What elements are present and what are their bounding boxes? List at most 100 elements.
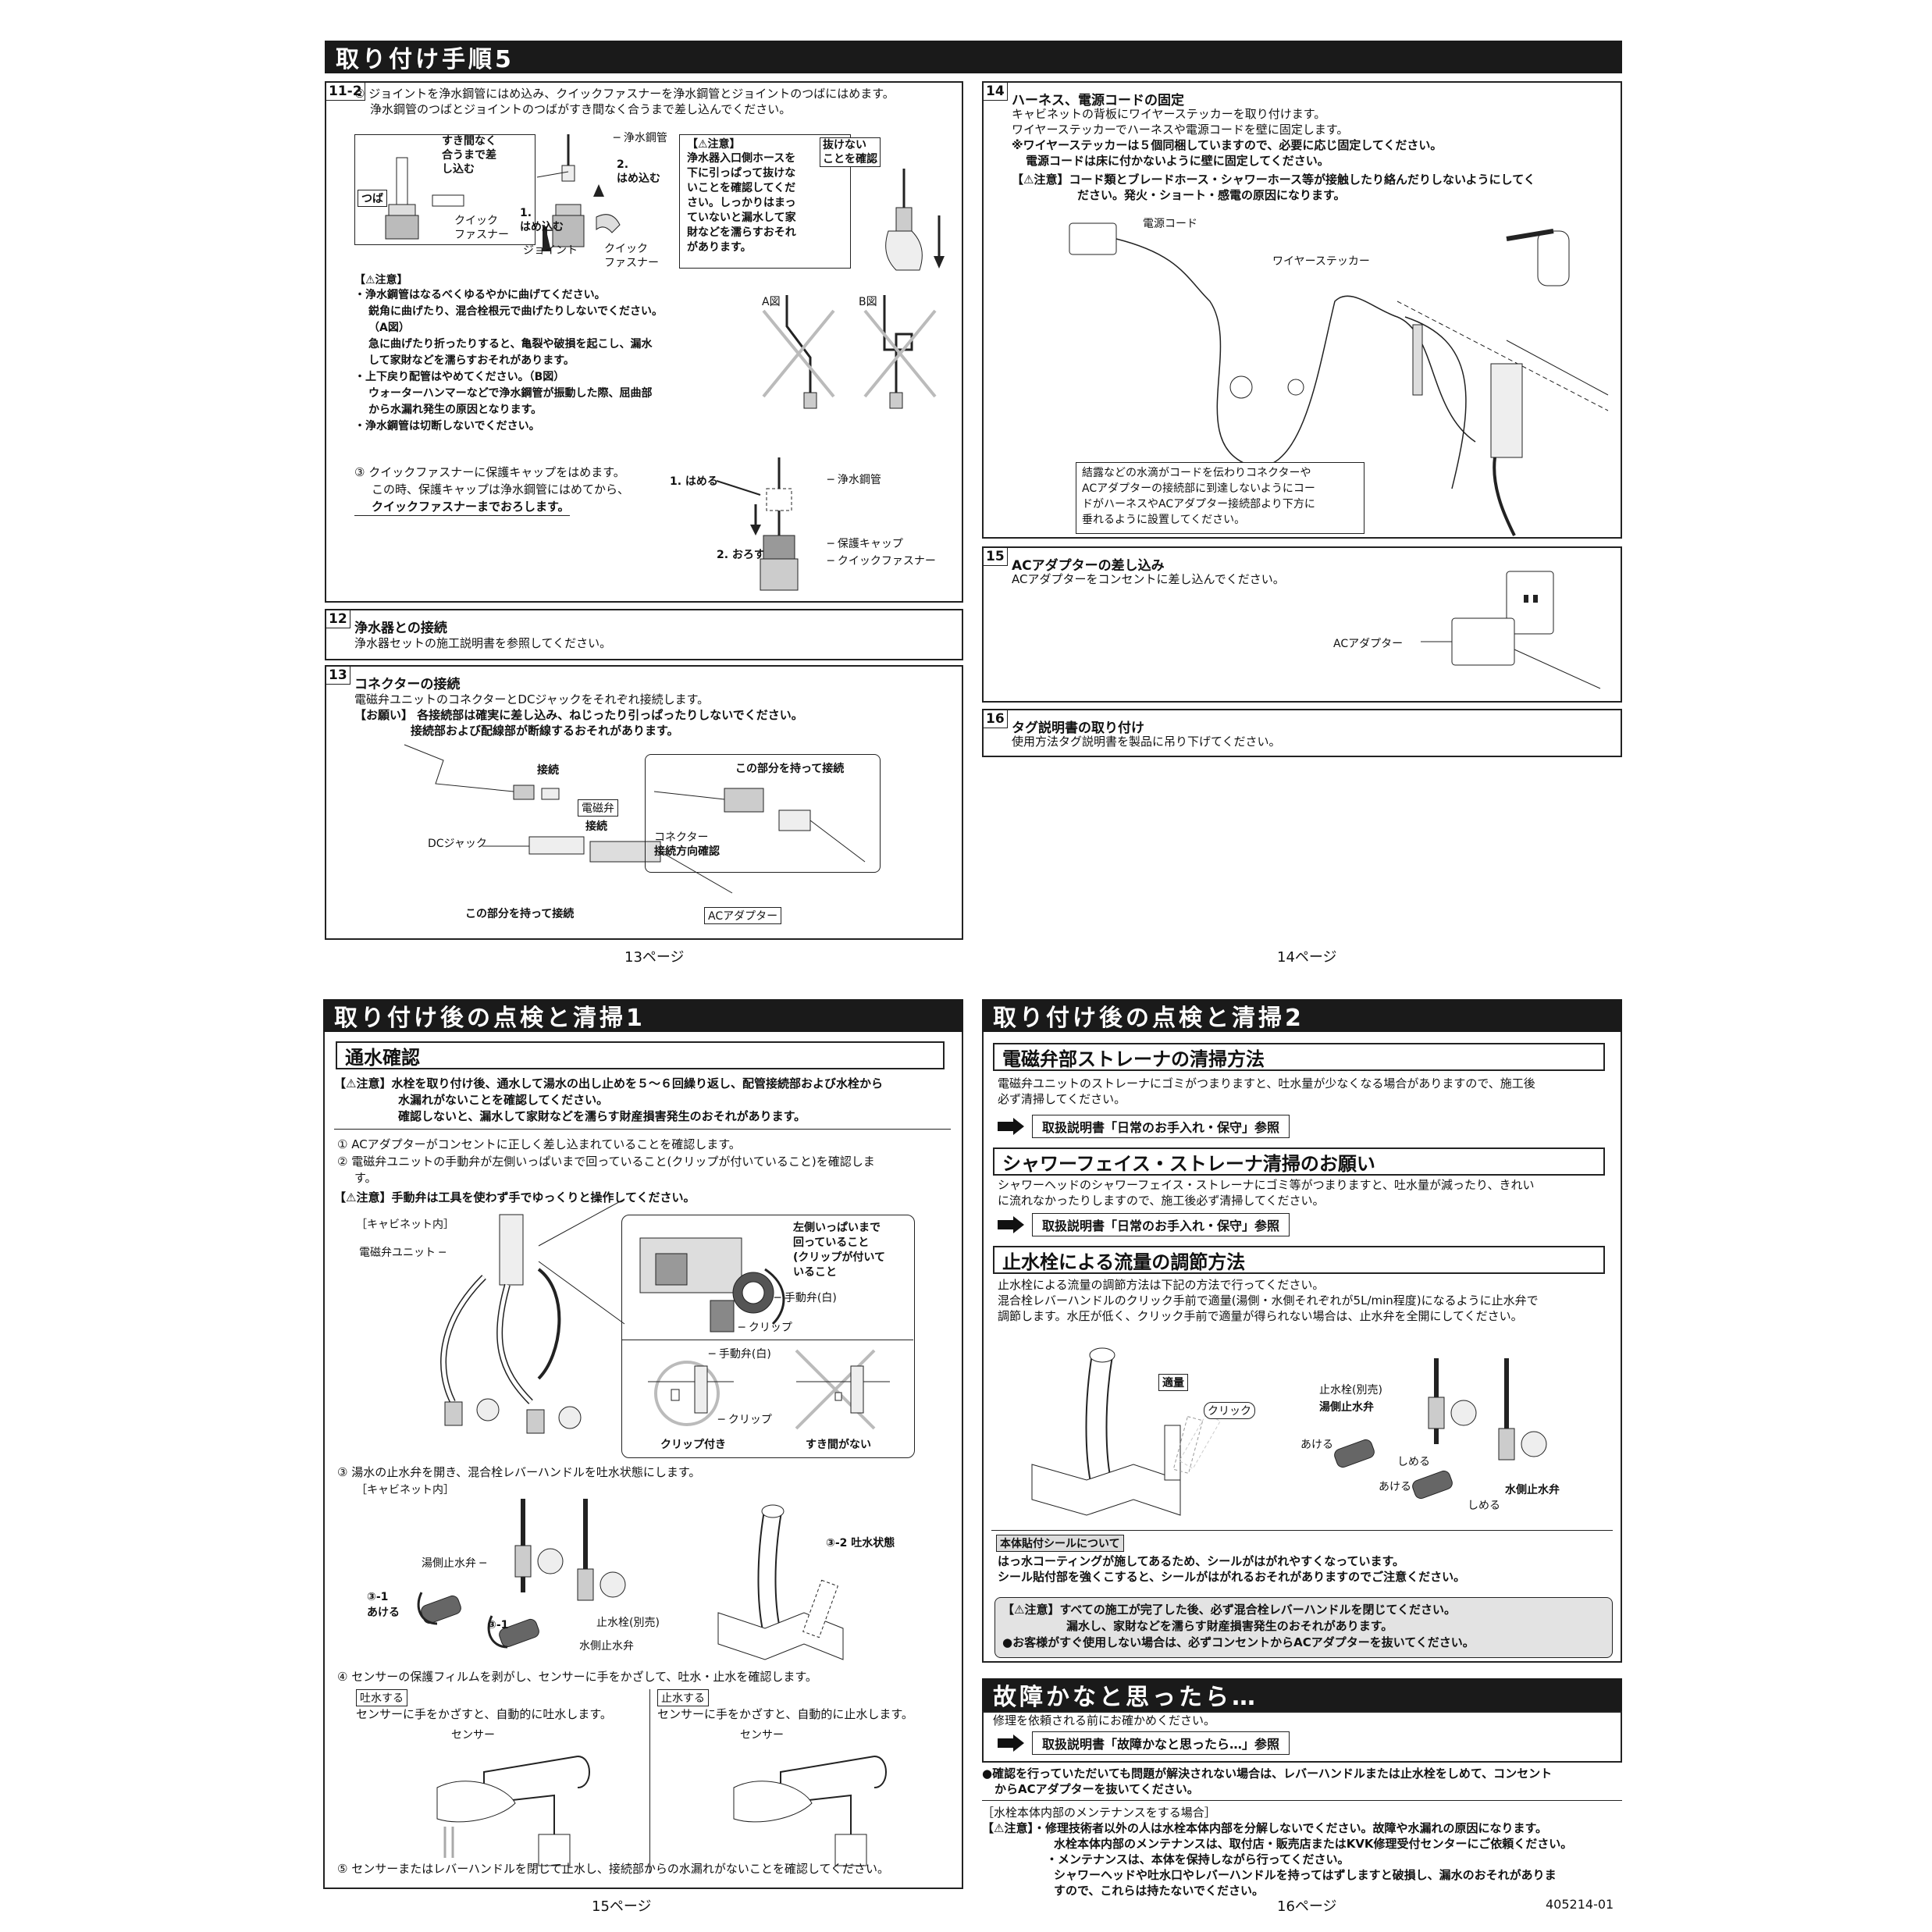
p15-step1: ① ACアダプターがコンセントに正しく差し込まれていることを確認します。 <box>337 1137 741 1151</box>
p16-final-text: 【⚠注意】すべての施工が完了した後、必ず混合栓レバーハンドルを閉じてください。 … <box>1002 1603 1475 1649</box>
p15-unit-figure <box>639 1237 785 1332</box>
lbl-orosu: 2. おろす <box>717 549 765 561</box>
p14-section-15: 15 ACアダプターの差し込み ACアダプターをコンセントに差し込んでください。… <box>982 546 1622 703</box>
p16-faucet-figure <box>1031 1347 1221 1516</box>
s14-title: ハーネス、電源コードの固定 <box>1012 93 1184 109</box>
p13-section-11: 11-2 ② ジョイントを浄水鋼管にはめ込み、クイックファスナーを浄水鋼管とジョ… <box>325 81 963 603</box>
p15-header: 取り付け後の点検と清掃1 <box>323 999 963 1032</box>
txt-shisui: センサーに手をかざすと、自動的に止水します。 <box>657 1707 913 1721</box>
p15-sub: 通水確認 <box>336 1041 945 1069</box>
s13-line2: 【お願い】 各接続部は確実に差し込み、ねじったり引っぱったりしないでください。 <box>354 708 803 722</box>
p16-text1: 電磁弁ユニットのストレーナにゴミがつまりますと、吐水量が少なくなる場合があります… <box>998 1076 1535 1106</box>
lbl-nukenai: 抜けないことを確認 <box>820 137 881 167</box>
p16-ref1: 取扱説明書「日常のお手入れ・保守」参照 <box>998 1115 1290 1138</box>
p15-caution1: 【⚠注意】水栓を取り付け後、通水して湯水の出し止めを５～６回繰り返し、配管接続部… <box>334 1076 884 1123</box>
s11-line1: ② ジョイントを浄水鋼管にはめ込み、クイックファスナーを浄水鋼管とジョイントのつ… <box>354 87 895 101</box>
lbl-shisuisen16: 止水栓(別売) <box>1319 1384 1382 1397</box>
p13-section-12: 12 浄水器との接続 浄水器セットの施工説明書を参照してください。 <box>325 609 963 660</box>
lbl-clip1: ─ クリップ <box>738 1322 792 1334</box>
lbl-fig-b: B図 <box>859 296 877 308</box>
s14-note-box <box>1076 462 1364 534</box>
page-number-14: 14ページ <box>1277 949 1337 966</box>
seal-text: はっ水コーティングが施してあるため、シールがはがれやすくなっています。シール貼付… <box>998 1554 1466 1584</box>
p15-sensor-figure-2 <box>733 1756 887 1866</box>
s12-title: 浄水器との接続 <box>354 621 447 636</box>
lbl-clipon: クリップ付き <box>660 1439 726 1451</box>
lbl-tekiryo: 適量 <box>1158 1374 1188 1391</box>
p16-text4: 修理を依頼される前にお確かめください。 <box>993 1713 1216 1727</box>
txt-tosui: センサーに手をかざすと、自動的に吐水します。 <box>356 1707 612 1721</box>
lbl-hameru: 1. はめる <box>670 475 718 488</box>
lbl-cab2: ［キャビネット内］ <box>356 1484 454 1496</box>
s11-step3: ③ クイックファスナーに保護キャップをはめます。 この時、保護キャップは浄水鋼管… <box>354 464 629 516</box>
lbl-tsuba: つば <box>358 190 387 207</box>
lbl-motte2: この部分を持って接続 <box>735 763 845 775</box>
lbl-yugawa16: 湯側止水弁 <box>1319 1401 1374 1414</box>
p16-ref2: 取扱説明書「日常のお手入れ・保守」参照 <box>998 1213 1290 1236</box>
p16-maint: 【⚠注意】・修理技術者以外の人は水栓本体内部を分解しないでください。故障や水漏れ… <box>982 1821 1573 1898</box>
p14-section-14: 14 ハーネス、電源コードの固定 キャビネットの背板にワイヤーステッカーを取り付… <box>982 81 1622 539</box>
lbl-sukima: すき間なく合うまで差し込む <box>442 135 496 176</box>
lbl-akeru2: あける <box>1379 1481 1411 1493</box>
p16-trouble-box <box>982 1711 1622 1763</box>
s14-line6: ださい。発火・ショート・感電の原因になります。 <box>1077 188 1346 202</box>
s11-zoom-frame <box>354 134 535 245</box>
s15-title: ACアダプターの差し込み <box>1012 558 1165 574</box>
lbl-shisuisen: 止水栓(別売) <box>596 1617 660 1629</box>
lbl-shimeru2: しめる <box>1468 1500 1500 1512</box>
p16-ref3: 取扱説明書「故障かなと思ったら…」参照 <box>998 1731 1290 1755</box>
s14-line2: ワイヤーステッカーでハーネスや電源コードを壁に固定します。 <box>1012 123 1349 137</box>
s11-hose-figure <box>885 169 945 271</box>
s15-text: ACアダプターをコンセントに差し込んでください。 <box>1012 572 1285 586</box>
p13-header: 取り付け手順5 <box>325 41 1622 73</box>
seal-tag: 本体貼付シールについて <box>996 1535 1124 1552</box>
p15-valve-figure <box>440 1198 625 1434</box>
lbl-sticker: ワイヤーステッカー <box>1272 255 1370 268</box>
p13-section-13: 13 コネクターの接続 電磁弁ユニットのコネクターとDCジャックをそれぞれ接続し… <box>325 665 963 940</box>
lbl-hamekomu2: 2.はめ込む <box>617 158 660 185</box>
s11-bend-figure <box>762 295 937 409</box>
lbl-mizugawa: 水側止水弁 <box>579 1640 634 1653</box>
lbl-yugawa: 湯側止水弁 ─ <box>422 1557 486 1570</box>
page-number-13: 13ページ <box>624 949 685 966</box>
lbl-clip2: ─ クリップ <box>718 1414 772 1426</box>
s11-caution2-title: 【⚠注意】 <box>354 274 408 286</box>
s15-adapter-figure <box>1421 571 1601 689</box>
p15-clip-figure <box>648 1349 890 1430</box>
p15-caution2: 【⚠注意】手動弁は工具を使わず手でゆっくりと操作してください。 <box>334 1190 696 1204</box>
section-number: 14 <box>984 83 1008 101</box>
lbl-sensor1: センサー <box>451 1729 495 1742</box>
lbl-connector: コネクター接続方向確認 <box>654 831 720 858</box>
section-number: 11-2 <box>326 83 365 101</box>
s11-caution-box <box>679 134 851 269</box>
lbl-setsuzoku1: 接続 <box>537 764 559 777</box>
p15-divider <box>334 1129 951 1130</box>
s11-caution-text: 浄水器入口側ホースを下に引っぱって抜けないことを確認してください。しっかりはまっ… <box>687 152 796 254</box>
p15-step2: ② 電磁弁ユニットの手動弁が左側いっぱいまで回っていること(クリップが付いている… <box>337 1155 875 1185</box>
lbl-sensor2: センサー <box>740 1729 784 1742</box>
lbl-acadapter: ACアダプター <box>704 907 782 924</box>
s13-line1: 電磁弁ユニットのコネクターとDCジャックをそれぞれ接続します。 <box>354 692 710 706</box>
p16-divider <box>991 1530 1613 1531</box>
p15-step5: ⑤ センサーまたはレバーハンドルを閉じて止水し、接続部からの水漏れがないことを確… <box>337 1862 890 1876</box>
tag-shisui: 止水する <box>657 1689 709 1706</box>
section-number: 12 <box>326 610 350 628</box>
s16-title: タグ説明書の取り付け <box>1012 720 1144 736</box>
p15-step3: ③ 湯水の止水弁を開き、混合栓レバーハンドルを吐水状態にします。 <box>337 1465 701 1479</box>
lbl-hidari: 左側いっぱいまで回っていること(クリップが付いていること <box>793 1222 885 1279</box>
section-number: 16 <box>984 710 1008 728</box>
p16-final-box <box>994 1597 1613 1658</box>
lbl-shudo2: ─ 手動弁(白) <box>709 1348 771 1361</box>
s13-zoom-frame <box>645 754 881 873</box>
doc-number: 405214-01 <box>1546 1897 1614 1912</box>
s14-line3: ※ワイヤーステッカーは５個同梱していますので、必要に応じ固定してください。 <box>1012 138 1443 152</box>
lbl-click: クリック <box>1204 1402 1255 1419</box>
p15-stopvalve-figure <box>417 1499 626 1649</box>
s15-lbl: ACアダプター <box>1333 638 1404 650</box>
lbl-cord: 電源コード <box>1143 218 1197 230</box>
s14-line5: 【⚠注意】コード類とブレードホース・シャワーホース等が接触したり絡んだりしないよ… <box>1012 173 1535 187</box>
section-number: 13 <box>326 667 350 685</box>
arrow-right-icon <box>998 1118 1024 1135</box>
lbl-cap: ─ 保護キャップ <box>827 538 903 550</box>
